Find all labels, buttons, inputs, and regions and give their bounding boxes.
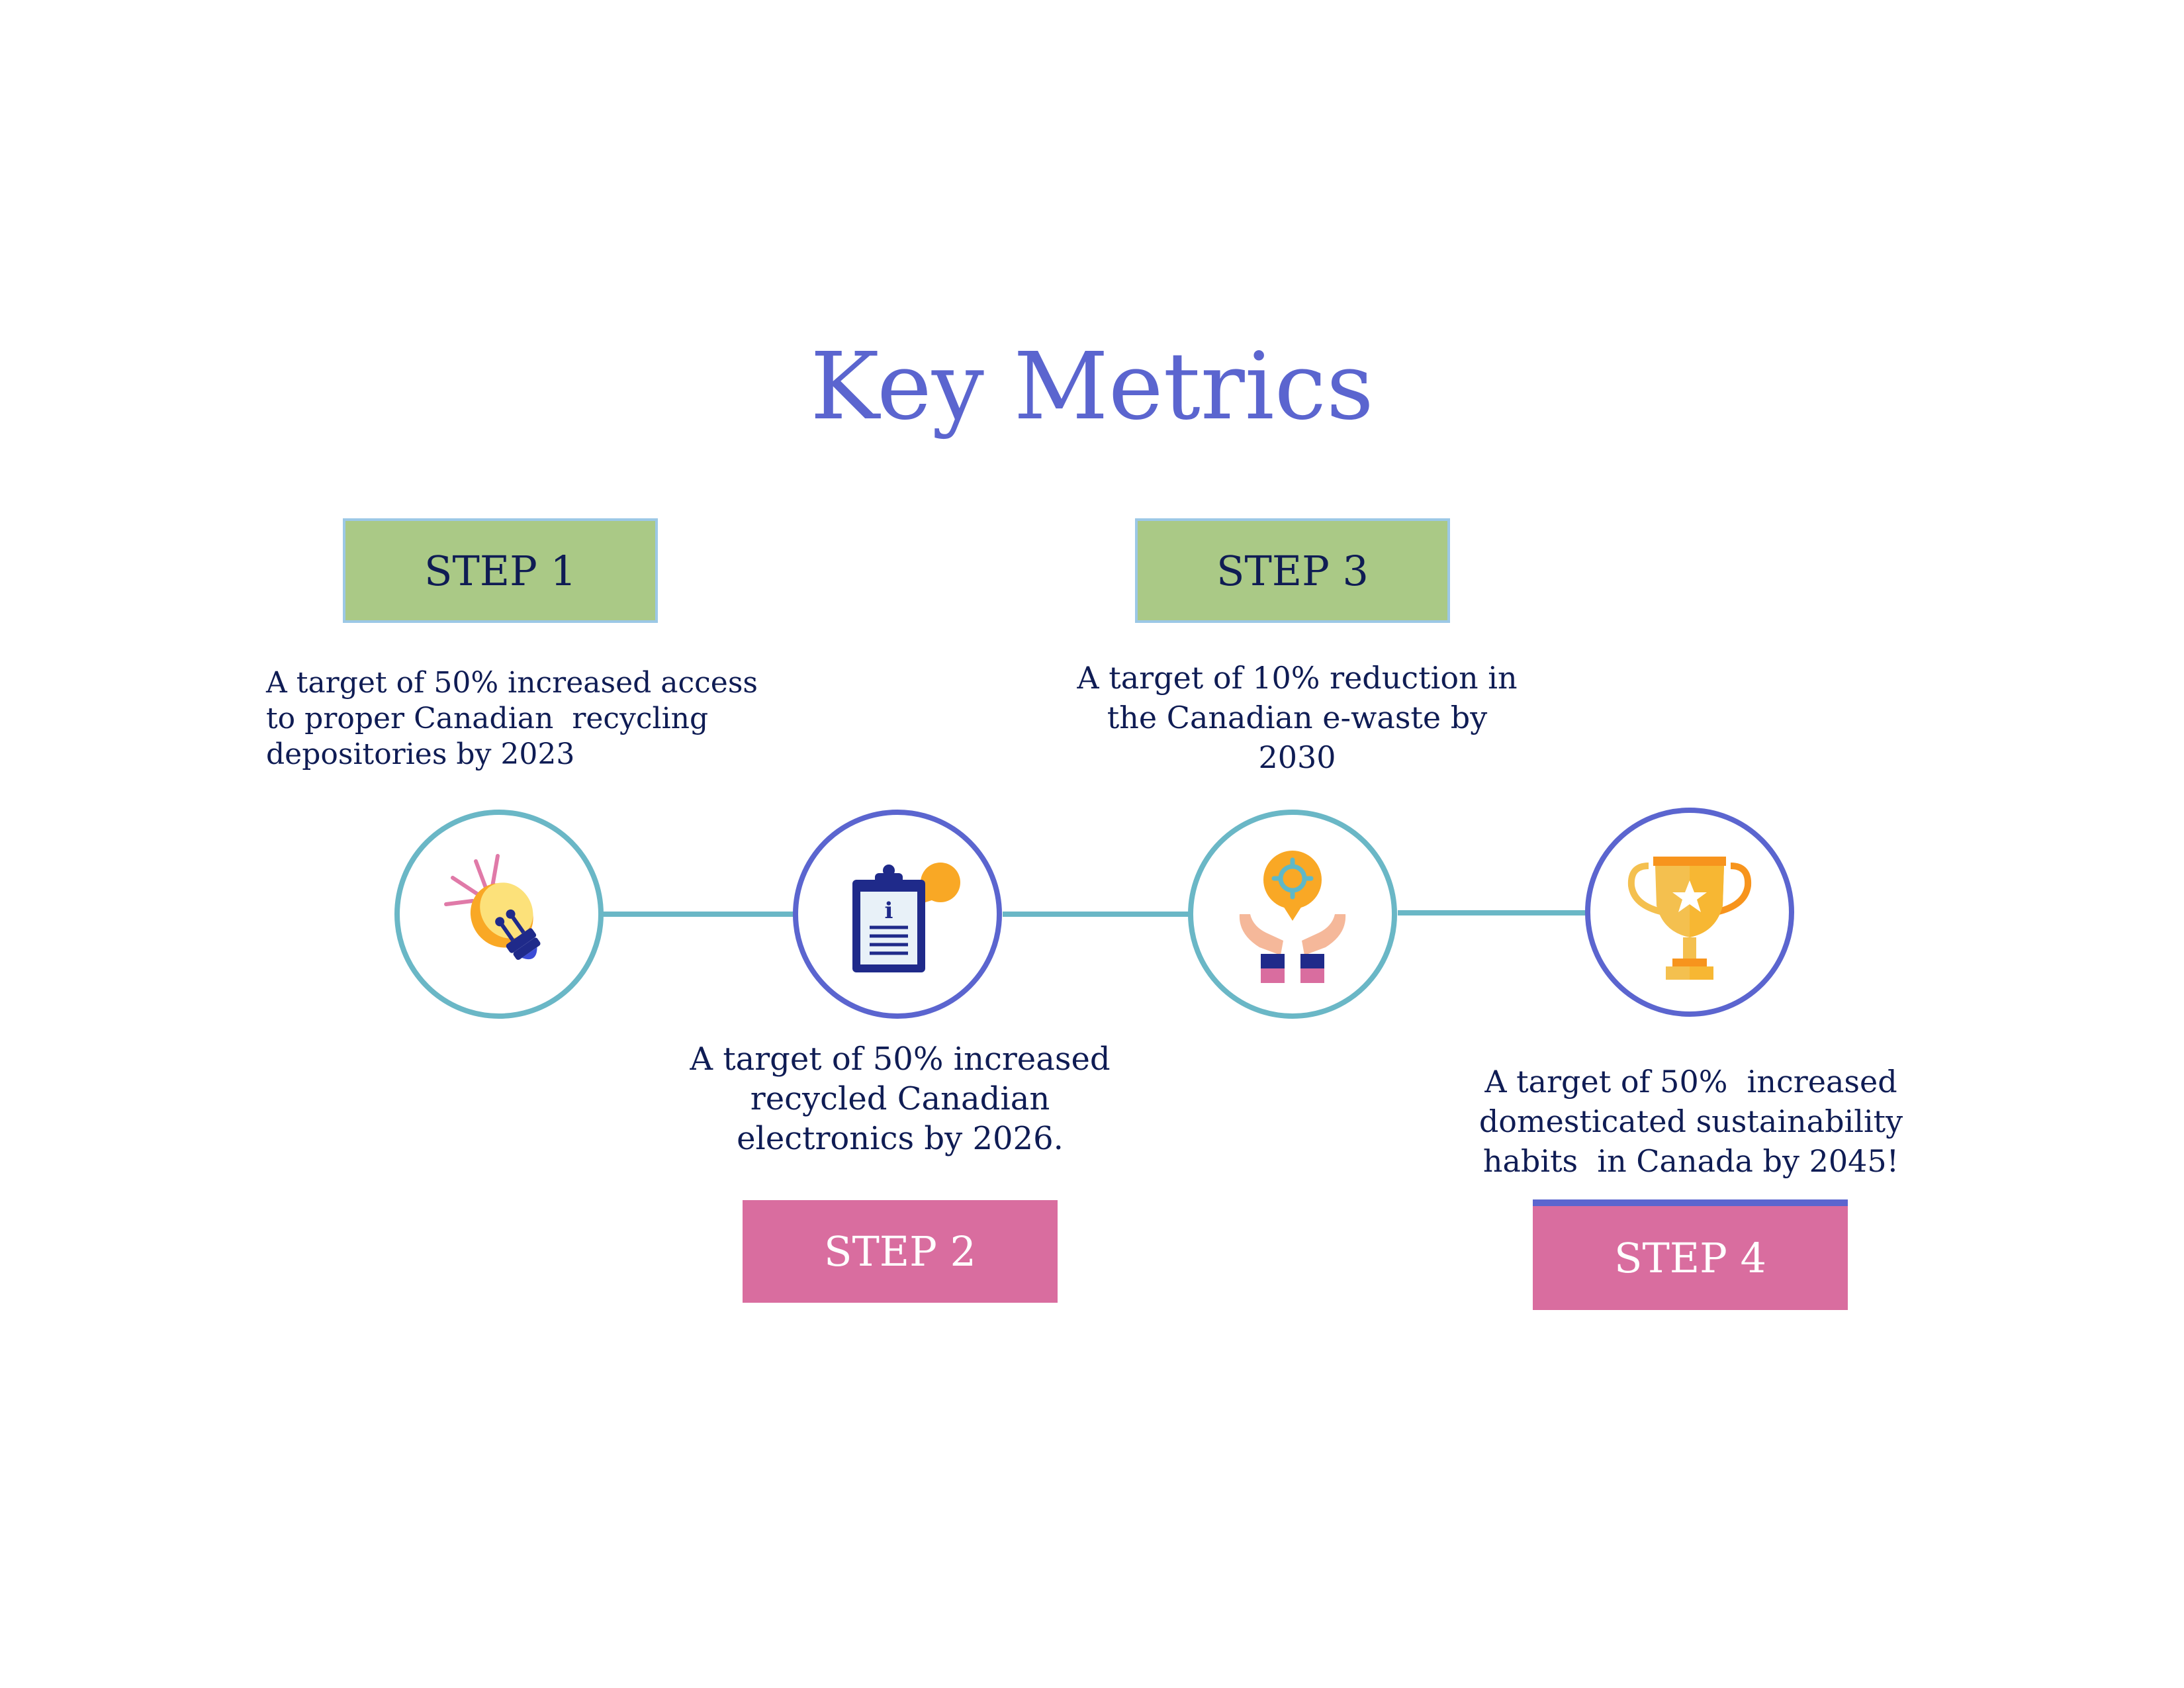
step-3-description: A target of 10% reduction in the Canadia…	[1032, 658, 1562, 777]
trophy-icon	[1627, 857, 1752, 980]
clipboard-info-icon: i	[852, 863, 960, 972]
step-1-description-line: A target of 50% increased access	[266, 666, 758, 700]
step-3-description-line: A target of 10% reduction in	[1077, 660, 1518, 696]
step-3-label: STEP 3	[1135, 518, 1450, 623]
step-1-description: A target of 50% increased access to prop…	[266, 665, 758, 773]
svg-text:i: i	[885, 898, 893, 924]
step-2-label: STEP 2	[743, 1200, 1058, 1303]
step-4-accent-bar	[1533, 1199, 1848, 1206]
step-4-description-line: domesticated sustainability	[1479, 1103, 1903, 1139]
timeline-connector	[1003, 912, 1191, 917]
step-3-description-line: the Canadian e-waste by	[1107, 700, 1488, 735]
step-4-label: STEP 4	[1533, 1206, 1848, 1310]
step-1-description-line: depositories by 2023	[266, 737, 575, 771]
timeline-connector	[602, 912, 794, 917]
step-4-description: A target of 50% increased domesticated s…	[1423, 1062, 1959, 1181]
step-2-description-line: electronics by 2026.	[737, 1120, 1064, 1157]
step-2-node: i	[793, 810, 1002, 1019]
lightbulb-icon	[444, 854, 541, 961]
timeline-connector	[1398, 910, 1590, 915]
step-1-node	[394, 810, 604, 1019]
step-4-description-line: A target of 50% increased	[1484, 1064, 1897, 1100]
step-1-label: STEP 1	[343, 518, 658, 623]
step-2-description-line: A target of 50% increased	[690, 1041, 1111, 1078]
step-4-description-line: habits in Canada by 2045!	[1482, 1143, 1899, 1179]
step-2-description-line: recycled Canadian	[750, 1080, 1050, 1117]
step-2-description: A target of 50% increased recycled Canad…	[635, 1039, 1165, 1158]
step-4-node	[1585, 808, 1794, 1017]
step-3-node	[1188, 810, 1397, 1019]
step-1-description-line: to proper Canadian recycling	[266, 702, 709, 735]
step-3-description-line: 2030	[1258, 739, 1336, 775]
page-title: Key Metrics	[810, 333, 1374, 441]
hands-gear-icon	[1239, 851, 1346, 983]
